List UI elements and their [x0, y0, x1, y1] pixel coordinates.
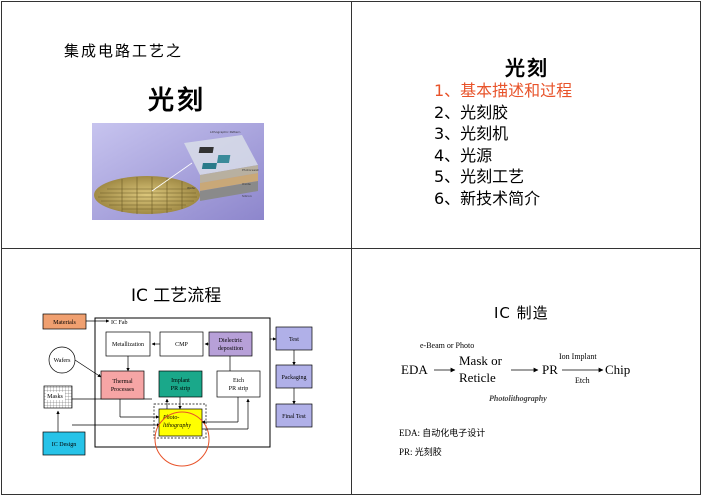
- ebeam-label: e-Beam or Photo: [420, 341, 474, 350]
- outline-item-5: 5、光刻工艺: [434, 167, 525, 186]
- ic-fab-frame: [94, 317, 271, 448]
- outline-item-2: 2、光刻胶: [434, 102, 509, 122]
- dielectric-label-1: Dielectric: [219, 338, 243, 344]
- eda-label: EDA: [401, 362, 428, 377]
- implant-label-1: Implant: [171, 378, 190, 384]
- photo-label-wafer: Wafer: [187, 186, 197, 190]
- outline-item-4: 4、光源: [434, 145, 493, 165]
- photolithography-label: Photolithography: [489, 394, 547, 403]
- slide-4-notes: EDA: 自动化电子设计 PR: 光刻胶: [399, 424, 485, 462]
- outline-list: 1、基本描述和过程 2、光刻胶 3、光刻机 4、光源 5、光刻工艺 6、新技术简…: [434, 80, 572, 209]
- metallization-label: Metallization: [112, 342, 144, 348]
- wafer-disc: [94, 176, 200, 214]
- slide-2-title: 光刻: [505, 56, 549, 80]
- implant-label-2: PR strip: [171, 386, 191, 392]
- final-test-label: Final Test: [282, 414, 306, 420]
- mask-label-2: Reticle: [459, 370, 496, 385]
- slide-3-ic-process-flow[interactable]: IC 工艺流程 IC Fab Materials Wafers Masks IC…: [1, 248, 352, 495]
- materials-label: Materials: [53, 320, 76, 326]
- photo-label-pattern: Lithographic Pattern: [210, 130, 241, 134]
- thermal-label-1: Thermal: [112, 379, 133, 385]
- highlight-circle: [154, 411, 210, 467]
- note-eda: EDA: 自动化电子设计: [399, 428, 486, 438]
- metallization-box: [105, 331, 151, 357]
- photo-label-photoresist: Photoresist: [242, 168, 260, 172]
- thermal-label-2: Processes: [111, 387, 135, 393]
- slide-1-title-text: 光刻: [148, 86, 207, 116]
- chip-label: Chip: [605, 362, 630, 377]
- implant-box: [158, 370, 203, 398]
- manufacturing-flow: e-Beam or Photo EDA Mask or Reticle PR I…: [401, 341, 630, 403]
- layer-stack: [184, 135, 258, 201]
- ic-design-label: IC Design: [52, 442, 77, 448]
- masks-label: Masks: [47, 394, 63, 400]
- etch-label: Etch: [575, 376, 590, 385]
- photolithography-box: [158, 408, 203, 437]
- process-flow-diagram: IC Fab Materials Wafers Masks IC Design …: [42, 313, 313, 467]
- ic-design-box: [42, 431, 86, 456]
- slide-1-title[interactable]: 集成电路工艺之 光刻: [1, 1, 352, 249]
- slide-4-ic-manufacturing[interactable]: IC 制造 e-Beam or Photo EDA Mask or Reticl…: [351, 248, 701, 495]
- thermal-box: [100, 370, 145, 400]
- wafer-photo: Lithographic Pattern Wafer Photoresist O…: [92, 123, 264, 220]
- ion-implant-label: Ion Implant: [559, 352, 597, 361]
- dielectric-box: [208, 331, 253, 357]
- etch-box: [216, 370, 261, 398]
- photo-label-silicon: Silicon: [242, 194, 252, 198]
- photo-label-oxide: Oxide: [242, 182, 251, 186]
- wafer-illustration: Lithographic Pattern Wafer Photoresist O…: [92, 123, 264, 220]
- cmp-label: CMP: [175, 342, 188, 348]
- outline-item-1: 1、基本描述和过程: [434, 81, 573, 100]
- photo-label-1: Photo-: [162, 415, 179, 421]
- mask-label-1: Mask or: [459, 353, 503, 368]
- wafers-label: Wafers: [54, 357, 72, 364]
- slide-1-subtitle: 集成电路工艺之: [64, 42, 184, 60]
- etch-label-2: PR strip: [229, 386, 249, 392]
- slide-4-title: IC 制造: [494, 304, 549, 322]
- ic-fab-label: IC Fab: [111, 320, 128, 326]
- packaging-label: Packaging: [282, 375, 307, 381]
- materials-box: [42, 313, 87, 330]
- slide-2-outline[interactable]: 光刻 1、基本描述和过程 2、光刻胶 3、光刻机 4、光源 5、光刻工艺 6、新…: [351, 1, 701, 249]
- slide-3-title: IC 工艺流程: [131, 286, 222, 306]
- outline-item-6: 6、新技术简介: [434, 188, 541, 208]
- photo-label-2: lithography: [163, 423, 191, 429]
- test-label: Test: [289, 337, 299, 343]
- cmp-box: [159, 331, 204, 357]
- etch-label-1: Etch: [233, 378, 244, 384]
- note-pr: PR: 光刻胶: [399, 447, 442, 457]
- outline-item-3: 3、光刻机: [434, 124, 509, 143]
- dielectric-label-2: deposition: [218, 346, 243, 352]
- pr-label: PR: [542, 362, 558, 377]
